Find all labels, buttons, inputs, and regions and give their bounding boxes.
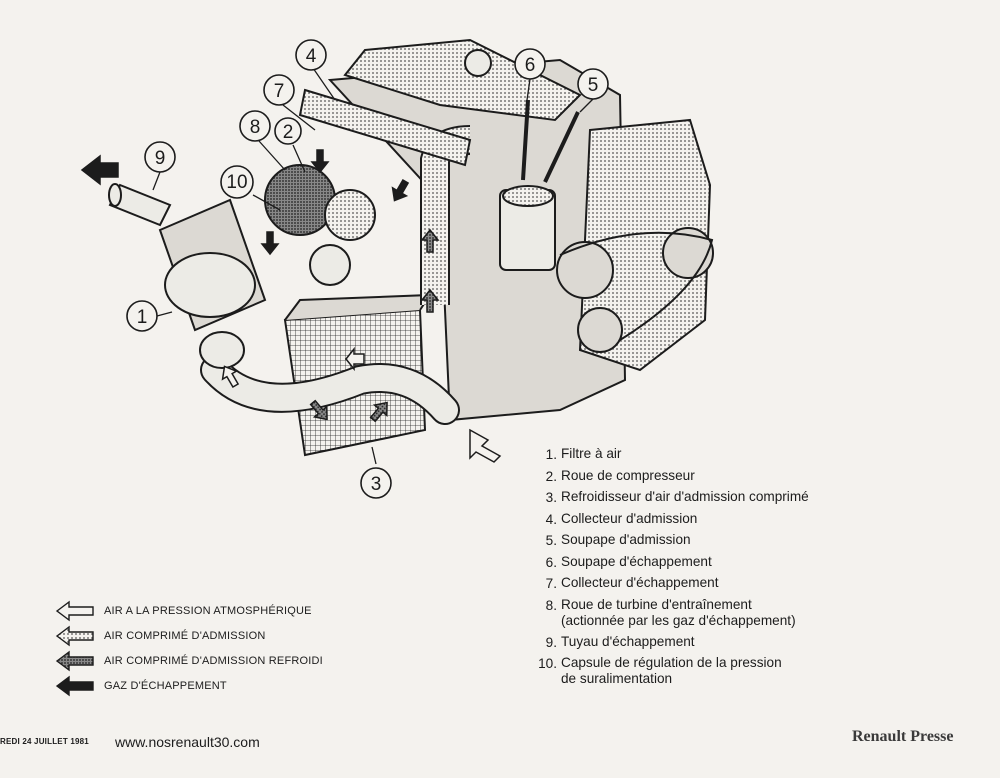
legend-item: 9.Tuyau d'échappement — [545, 633, 695, 650]
flow-arrows — [80, 149, 502, 463]
svg-text:8: 8 — [250, 117, 261, 138]
exhaust-pipe — [108, 183, 172, 227]
callout-1: 1 — [126, 300, 158, 332]
legend-item: 4.Collecteur d'admission — [545, 510, 698, 527]
legend-item: 7.Collecteur d'échappement — [545, 575, 719, 591]
callout-leaders — [152, 67, 594, 465]
arrow-key: AIR A LA PRESSION ATMOSPHÉRIQUE AIR COMP… — [55, 598, 323, 698]
svg-text:3: 3 — [371, 474, 382, 495]
valve-stems — [521, 99, 580, 183]
svg-text:9: 9 — [155, 148, 166, 169]
footer-date: REDI 24 JUILLET 1981 — [0, 737, 89, 746]
svg-text:7: 7 — [274, 81, 285, 102]
callout-9: 9 — [144, 141, 176, 173]
air-filter — [158, 198, 267, 369]
light-dotted-arrow-icon — [55, 625, 94, 646]
arrow-key-row: GAZ D'ÉCHAPPEMENT — [55, 673, 323, 698]
legend-item: 1.Filtre à air — [545, 446, 622, 462]
svg-text:4: 4 — [306, 46, 317, 67]
svg-text:5: 5 — [588, 75, 599, 96]
legend-item: 10.Capsule de régulation de la pression … — [538, 655, 782, 686]
legend-item: 6.Soupape d'échappement — [545, 553, 712, 570]
component-legend: 1.Filtre à air 2.Roue de compresseur 3.R… — [530, 444, 809, 690]
arrow-key-row: AIR A LA PRESSION ATMOSPHÉRIQUE — [55, 598, 323, 623]
callout-3: 3 — [360, 467, 392, 499]
intake-manifold — [298, 88, 472, 167]
legend-item: 5.Soupape d'admission — [545, 532, 691, 548]
callout-4: 4 — [295, 39, 327, 71]
footer-brand: Renault Presse — [852, 728, 954, 745]
footer-url: www.nosrenault30.com — [115, 734, 260, 750]
callout-2: 2 — [274, 117, 302, 145]
turbocharger — [264, 164, 376, 286]
solid-arrow-icon — [55, 675, 94, 696]
callout-10: 10 — [220, 165, 254, 199]
callout-5: 5 — [577, 68, 609, 100]
arrow-key-row: AIR COMPRIMÉ D'ADMISSION — [55, 623, 323, 648]
callout-6: 6 — [514, 48, 546, 80]
arrow-key-row: AIR COMPRIMÉ D'ADMISSION REFROIDI — [55, 648, 323, 673]
svg-text:2: 2 — [283, 122, 294, 143]
legend-item: 8.Roue de turbine d'entraînement (action… — [545, 596, 796, 628]
callout-7: 7 — [263, 74, 295, 106]
oil-filter — [499, 185, 556, 271]
svg-text:1: 1 — [137, 307, 148, 328]
intake-pipe-inner — [202, 357, 458, 423]
timing-cover — [556, 118, 714, 372]
callout-8: 8 — [239, 110, 271, 142]
dark-dotted-arrow-icon — [55, 650, 94, 671]
svg-text:10: 10 — [226, 172, 247, 193]
svg-text:6: 6 — [525, 55, 536, 76]
outline-arrow-icon — [55, 600, 94, 621]
legend-item: 2.Roue de compresseur — [545, 467, 695, 484]
legend-item: 3.Refroidisseur d'air d'admission compri… — [545, 489, 809, 505]
